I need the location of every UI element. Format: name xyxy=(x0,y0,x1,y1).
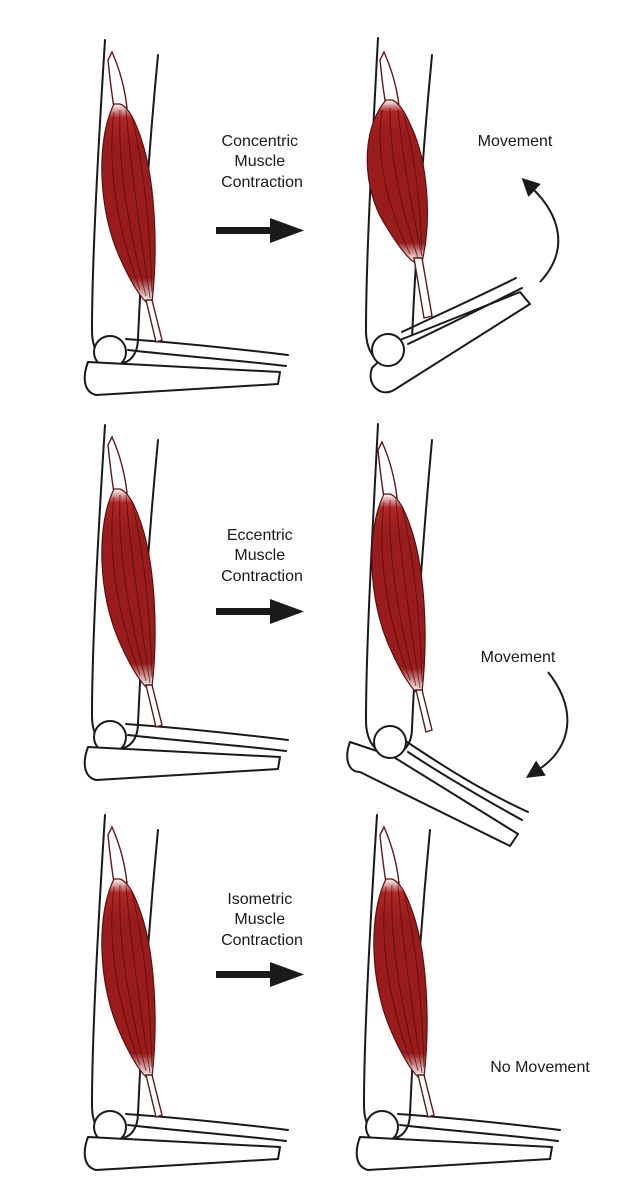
transition-arrow-3 xyxy=(216,962,304,987)
panel-eccentric: Eccentric Muscle Contraction Movement xyxy=(83,423,569,847)
movement-arrow-up-icon xyxy=(521,177,560,283)
movement-label-3: No Movement xyxy=(490,1059,590,1076)
arm-flexed-1 xyxy=(365,37,531,394)
arm-held-3 xyxy=(355,814,561,1171)
movement-label-2: Movement xyxy=(481,649,556,666)
contraction-label-1: Concentric Muscle Contraction xyxy=(221,133,303,191)
contraction-label-3: Isometric Muscle Contraction xyxy=(221,891,303,949)
arm-extended-2 xyxy=(346,423,529,847)
contraction-label-2: Eccentric Muscle Contraction xyxy=(221,527,303,585)
arm-relaxed-2 xyxy=(83,424,289,781)
arm-relaxed-1 xyxy=(83,39,289,396)
arm-relaxed-3 xyxy=(83,814,289,1171)
panel-isometric: Isometric Muscle Contraction No Movement xyxy=(83,814,590,1171)
transition-arrow-2 xyxy=(216,599,304,624)
transition-arrow-1 xyxy=(216,218,304,243)
panel-concentric: Concentric Muscle Contraction Movement xyxy=(83,37,560,396)
movement-label-1: Movement xyxy=(478,133,553,150)
movement-arrow-down-icon xyxy=(525,671,569,778)
